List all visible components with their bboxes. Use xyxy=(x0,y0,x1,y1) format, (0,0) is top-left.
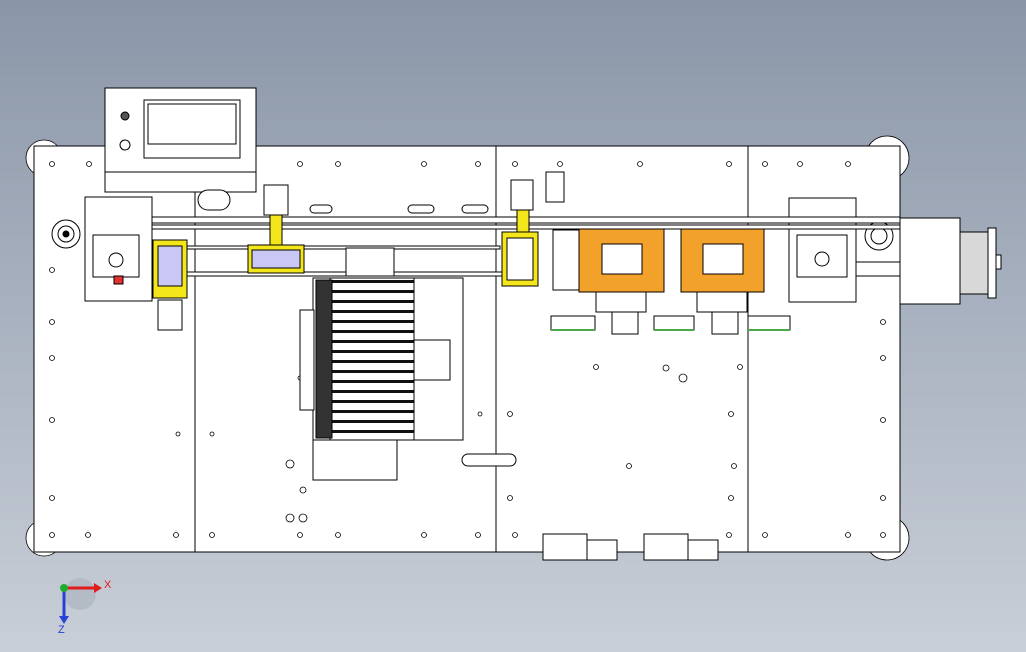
drive-gear xyxy=(299,247,464,481)
axis-triad: X Z xyxy=(58,578,112,636)
base-plate xyxy=(33,145,901,553)
y-axis-dot xyxy=(60,584,68,592)
slots xyxy=(197,189,517,467)
bottom-brackets xyxy=(542,533,719,561)
processing-heads xyxy=(545,171,765,335)
mounting-holes xyxy=(49,161,886,538)
control-panel[interactable] xyxy=(104,87,257,193)
power-button-icon[interactable] xyxy=(119,139,131,151)
indicator-light-icon xyxy=(120,111,130,121)
yellow-carriages xyxy=(152,179,539,331)
z-axis-label: Z xyxy=(58,624,65,636)
right-end-station xyxy=(788,197,894,303)
servo-motor xyxy=(899,217,1002,305)
guide-blocks xyxy=(550,315,791,331)
left-end-station xyxy=(51,196,153,302)
x-axis-label: X xyxy=(104,579,112,591)
